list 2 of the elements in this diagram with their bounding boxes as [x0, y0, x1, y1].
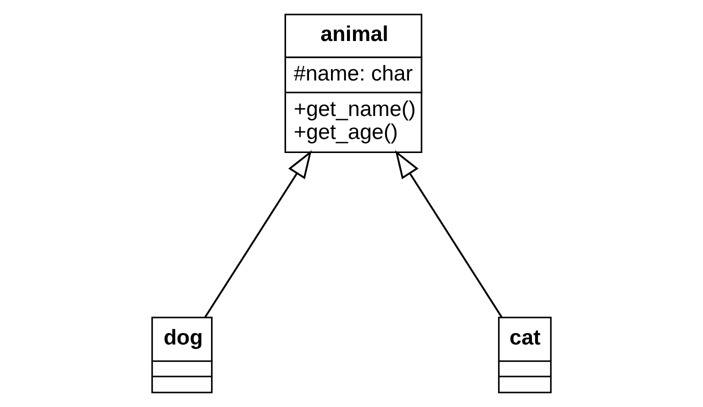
arrow — [395, 150, 503, 318]
arrow — [204, 150, 312, 318]
